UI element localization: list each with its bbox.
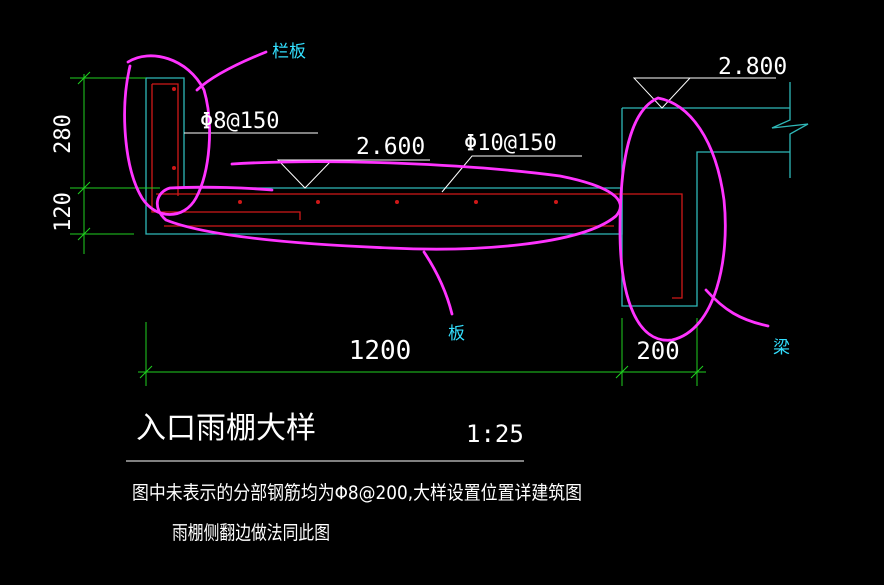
vertical-dim-ticks xyxy=(77,71,91,241)
rebar-dot xyxy=(238,200,242,204)
horizontal-dim-ticks xyxy=(139,365,704,379)
railing-stirrup xyxy=(151,83,301,220)
canopy-length-dim: 1200 xyxy=(349,336,412,366)
slab-top-bar xyxy=(156,193,683,299)
rebar-dot xyxy=(172,87,176,91)
rebar-dot xyxy=(172,166,176,170)
slab-label: 板 xyxy=(448,324,465,344)
rebar-dot xyxy=(316,200,320,204)
beam-label-leader xyxy=(704,288,770,328)
vertical-dim-ext xyxy=(70,77,160,235)
railing-bar-spec: Φ8@150 xyxy=(200,109,279,134)
dimension-lines xyxy=(70,71,706,386)
drawing-title: 入口雨棚大样 xyxy=(136,411,316,446)
railing-highlight-loop xyxy=(123,54,211,216)
slab-bar-leader xyxy=(441,155,582,193)
railing-label: 栏板 xyxy=(272,42,306,62)
horizontal-dim-ext xyxy=(145,318,698,386)
hand-annotation xyxy=(123,50,770,342)
beam-highlight-loop xyxy=(618,96,727,342)
railing-height-dim: 280 xyxy=(51,114,76,154)
slab-highlight-loop xyxy=(156,160,622,251)
break-line xyxy=(771,82,809,178)
leader-lines xyxy=(184,77,776,193)
drawing-scale: 1:25 xyxy=(466,420,524,448)
rebar-dots xyxy=(172,87,558,204)
rebar-lines xyxy=(151,83,683,299)
beam-elevation-marker xyxy=(632,77,776,109)
rebar-dot xyxy=(395,200,399,204)
beam-top-elevation: 2.800 xyxy=(718,54,787,80)
railing-label-leader xyxy=(195,50,268,92)
beam-width-dim: 200 xyxy=(636,337,679,365)
rebar-dot xyxy=(474,200,478,204)
beam-label: 梁 xyxy=(773,338,790,358)
note-line-2: 雨棚侧翻边做法同此图 xyxy=(172,522,330,544)
slab-label-leader xyxy=(422,250,454,316)
rebar-dot xyxy=(554,200,558,204)
slab-bar-spec: Φ10@150 xyxy=(464,131,557,156)
slab-elevation-marker xyxy=(276,159,430,189)
beam-outline xyxy=(621,107,790,307)
slab-top-elevation: 2.600 xyxy=(356,134,425,160)
slab-thickness-dim: 120 xyxy=(51,192,76,232)
note-line-1: 图中未表示的分部钢筋均为Φ8@200,大样设置位置详建筑图 xyxy=(132,482,582,504)
